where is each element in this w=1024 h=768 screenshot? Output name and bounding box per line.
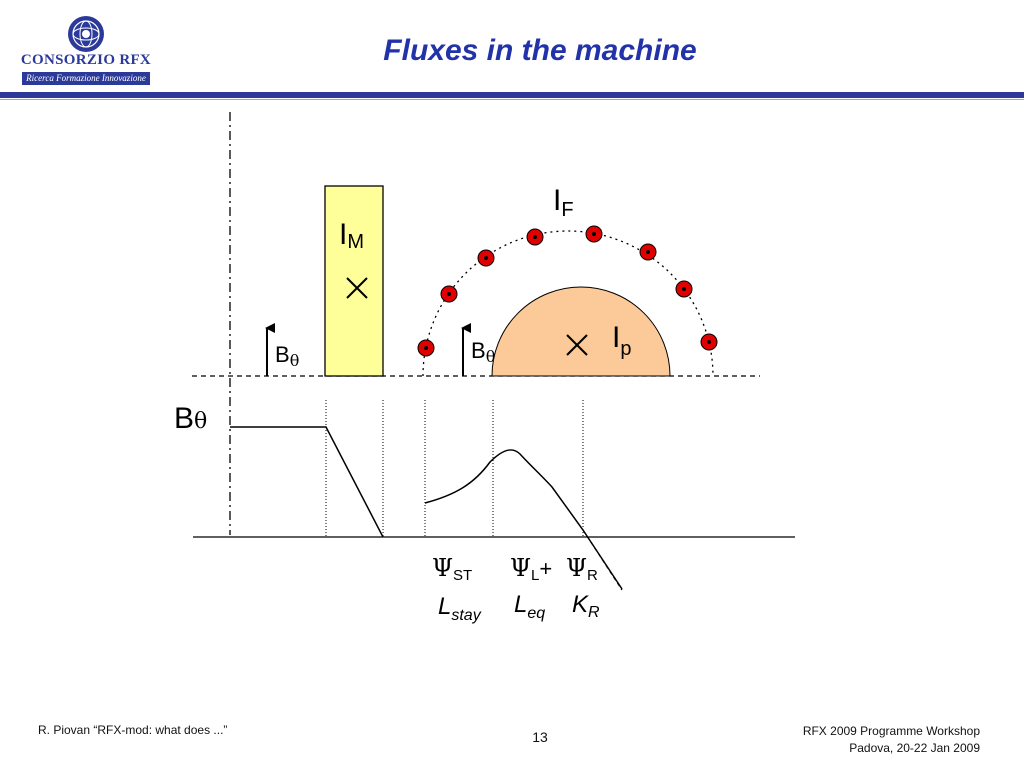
footer-event-name: RFX 2009 Programme Workshop bbox=[802, 724, 980, 738]
conductor-dot-icon bbox=[440, 285, 458, 303]
conductor-dot-icon bbox=[700, 333, 718, 351]
label-im: IM bbox=[339, 218, 364, 253]
conductor-dot-icon bbox=[639, 243, 657, 261]
label-btheta-mid: Bθ bbox=[471, 338, 495, 366]
conductor-dot-icon bbox=[675, 280, 693, 298]
page-number: 13 bbox=[532, 729, 548, 745]
label-psi-r: ΨR bbox=[566, 554, 598, 584]
slide-title: Fluxes in the machine bbox=[383, 34, 697, 67]
label-l-eq: Leq bbox=[514, 591, 545, 622]
plasma-current-cross-icon bbox=[566, 334, 588, 356]
consorzio-logo: CONSORZIO RFX Ricerca Formazione Innovaz… bbox=[16, 14, 156, 88]
coil-current-cross-icon bbox=[346, 277, 368, 299]
header-rule bbox=[0, 92, 1024, 98]
kr-slope-line bbox=[582, 529, 623, 591]
label-ip: Ip bbox=[612, 321, 631, 360]
conductor-dot-icon bbox=[585, 225, 603, 243]
btheta-profile-right bbox=[424, 449, 623, 590]
conductor-dot-icon bbox=[526, 228, 544, 246]
magnetizing-coil bbox=[324, 185, 384, 377]
label-psi-st: ΨST bbox=[432, 554, 472, 584]
footer-place-date: Padova, 20-22 Jan 2009 bbox=[849, 741, 980, 755]
footer-event: RFX 2009 Programme Workshop Padova, 20-2… bbox=[740, 723, 980, 757]
conductor-dot-icon bbox=[477, 249, 495, 267]
header-rule-thin bbox=[0, 99, 1024, 100]
field-winding-conductors bbox=[417, 225, 718, 357]
plasma-region bbox=[491, 286, 671, 377]
logo-tagline: Ricerca Formazione Innovazione bbox=[22, 72, 150, 85]
region-markers bbox=[325, 400, 584, 537]
label-btheta-profile: Bθ bbox=[174, 402, 207, 435]
btheta-profile-left bbox=[230, 426, 384, 538]
footer-author: R. Piovan “RFX-mod: what does ...” bbox=[38, 723, 228, 737]
conductor-dot-icon bbox=[417, 339, 435, 357]
label-btheta-left: Bθ bbox=[275, 342, 299, 370]
globe-icon bbox=[68, 16, 104, 52]
label-if: IF bbox=[553, 184, 574, 221]
logo-name: CONSORZIO RFX bbox=[20, 52, 152, 68]
label-k-r: KR bbox=[572, 591, 600, 621]
label-psi-l: ΨL+ bbox=[510, 554, 552, 584]
label-l-stay: Lstay bbox=[438, 593, 482, 624]
